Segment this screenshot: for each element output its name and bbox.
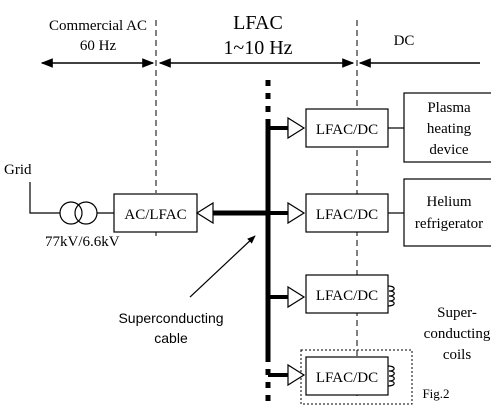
commercial-ac-frequency: 60 Hz — [80, 38, 117, 54]
coil-icon-1 — [387, 285, 395, 307]
grid-connection-line — [29, 182, 60, 214]
coils-label-line-1: Super- — [437, 305, 477, 321]
grid-label: Grid — [4, 162, 32, 178]
helium-refrigerator — [403, 178, 491, 247]
lfac-dc-converter-1 — [305, 108, 389, 148]
figure-label: Fig.2 — [422, 386, 449, 401]
lfac-dc-label-3: LFAC/DC — [316, 288, 378, 304]
branch-4-triangle — [287, 363, 306, 387]
cable-pointer-arrow — [189, 235, 256, 298]
lfac-dc-converter-3 — [305, 274, 389, 314]
coil-icon-2 — [387, 365, 395, 387]
coils-label-line-3: coils — [443, 347, 471, 363]
lfac-dc-label-2: LFAC/DC — [316, 207, 378, 223]
commercial-ac-label: Commercial AC — [49, 18, 147, 34]
branch-1-triangle — [287, 116, 306, 140]
transformer-rating: 77kV/6.6kV — [45, 234, 120, 250]
branch-3-triangle — [287, 285, 306, 309]
cable-label-line-2: cable — [154, 330, 188, 346]
transformer-winding-secondary — [74, 201, 98, 225]
helium-label-line-2: refrigerator — [415, 216, 483, 232]
lfac-dc-converter-4 — [305, 356, 389, 396]
lfac-dc-label-4: LFAC/DC — [316, 370, 378, 386]
plasma-heating-device — [403, 92, 491, 163]
lfac-dc-label-1: LFAC/DC — [316, 122, 378, 138]
lfac-label: LFAC — [233, 12, 283, 34]
dc-label: DC — [394, 33, 415, 49]
plasma-label-line-2: heating — [427, 121, 472, 137]
cable-label-line-1: Superconducting — [118, 310, 223, 326]
highlight-frame — [300, 349, 413, 405]
lfac-frequency: 1~10 Hz — [223, 37, 292, 59]
ac-lfac-label: AC/LFAC — [124, 207, 186, 223]
transformer-winding-primary — [59, 201, 83, 225]
plasma-label-line-1: Plasma — [427, 100, 471, 116]
plasma-label-line-3: device — [429, 142, 468, 158]
branch-2-triangle — [287, 201, 306, 225]
ac-lfac-converter — [113, 193, 198, 233]
helium-label-line-1: Helium — [427, 194, 472, 210]
ac-lfac-coupler-triangle — [195, 201, 214, 225]
lfac-dc-converter-2 — [305, 193, 389, 233]
coils-label-line-2: conducting — [424, 326, 491, 342]
